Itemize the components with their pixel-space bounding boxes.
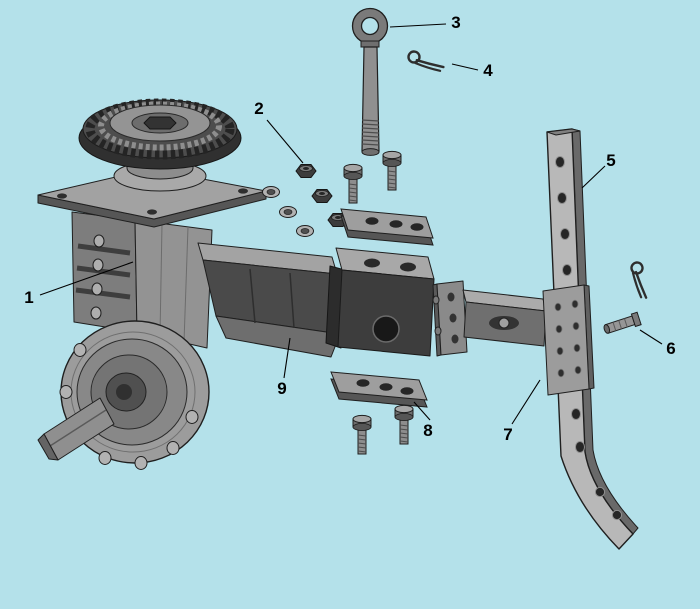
u-bracket bbox=[325, 247, 435, 357]
hex-nut bbox=[311, 189, 333, 203]
callout-3-leader bbox=[389, 23, 447, 28]
callout-7: 7 bbox=[503, 379, 541, 444]
support-arm bbox=[197, 242, 341, 358]
callout-9-label: 9 bbox=[277, 379, 286, 398]
callout-5-label: 5 bbox=[606, 151, 615, 170]
callout-8-label: 8 bbox=[423, 421, 432, 440]
lower-clamp-plate bbox=[330, 371, 428, 408]
callout-4: 4 bbox=[451, 61, 493, 80]
callout-4-leader bbox=[451, 63, 479, 71]
callout-7-leader bbox=[511, 379, 541, 425]
callout-6-label: 6 bbox=[666, 339, 675, 358]
callout-5: 5 bbox=[581, 151, 616, 189]
callout-4-label: 4 bbox=[483, 61, 493, 80]
callout-1: 1 bbox=[24, 261, 134, 307]
washer bbox=[296, 225, 314, 237]
callout-6: 6 bbox=[639, 329, 676, 358]
washer bbox=[279, 206, 297, 218]
callout-7-label: 7 bbox=[503, 425, 512, 444]
callout-8-leader bbox=[413, 401, 431, 421]
eye-bolt bbox=[351, 7, 389, 156]
gearbox-assembly bbox=[37, 98, 267, 470]
callout-2: 2 bbox=[254, 99, 304, 164]
upper-clamp-plate bbox=[340, 208, 434, 246]
callout-3-label: 3 bbox=[451, 13, 460, 32]
callout-2-label: 2 bbox=[254, 99, 263, 118]
callout-1-leader bbox=[39, 261, 134, 296]
washer bbox=[262, 186, 280, 198]
bevel-gear bbox=[78, 98, 242, 180]
callout-8: 8 bbox=[413, 401, 433, 440]
callout-5-leader bbox=[581, 165, 606, 189]
output-shaft bbox=[37, 397, 115, 461]
retaining-pin bbox=[603, 311, 642, 334]
callout-6-leader bbox=[639, 329, 663, 345]
callout-9: 9 bbox=[277, 337, 291, 398]
clamp-bracket bbox=[432, 280, 595, 396]
hex-nut bbox=[295, 164, 317, 178]
callout-9-leader bbox=[283, 337, 291, 379]
callout-3: 3 bbox=[389, 13, 461, 32]
callout-1-label: 1 bbox=[24, 288, 33, 307]
callouts: 1 2 3 4 5 6 7 8 bbox=[24, 13, 675, 444]
callout-2-leader bbox=[266, 119, 304, 164]
housing-cap-screws bbox=[90, 234, 105, 320]
